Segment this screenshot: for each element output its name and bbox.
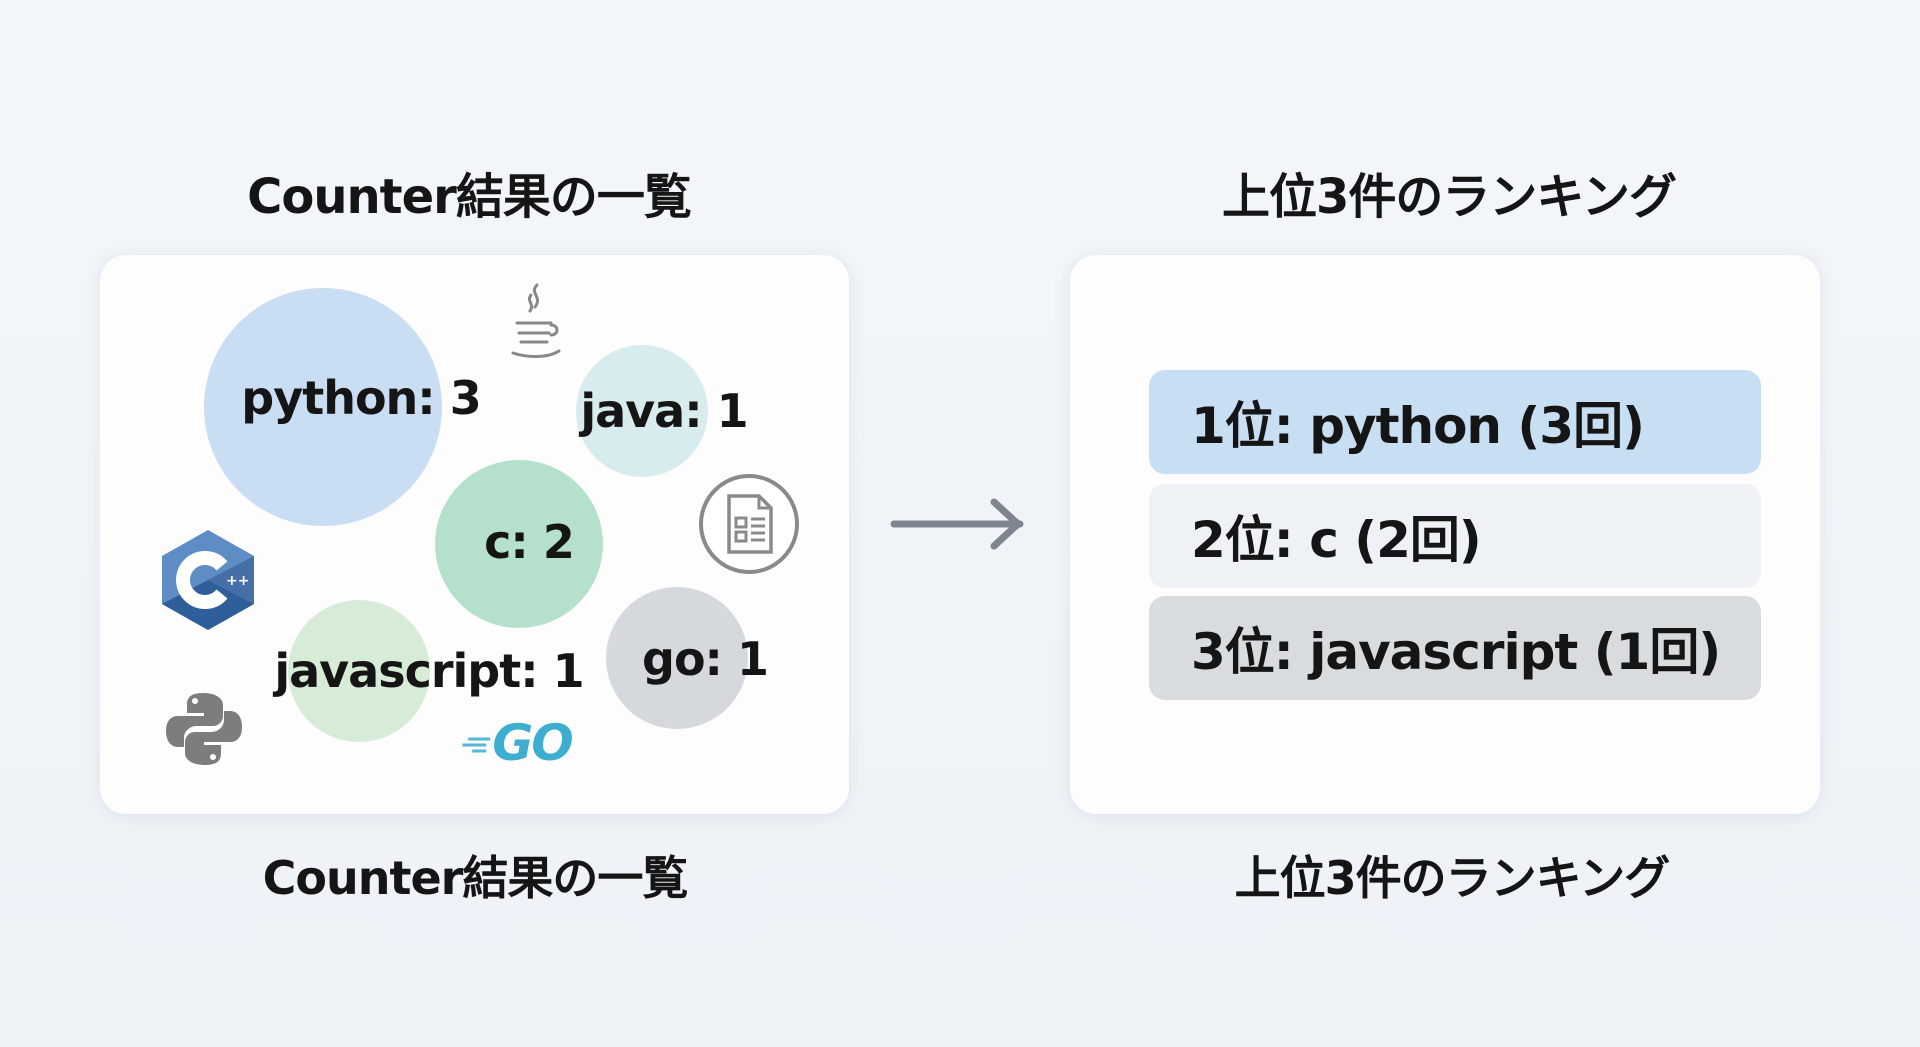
left-title: Counter結果の一覧 [247,169,692,225]
arrow-right-icon [890,498,1024,550]
go-icon: GO [462,714,574,772]
ranking-text: 2位: c (2回) [1191,511,1482,569]
label-javascript: javascript: 1 [274,644,584,698]
bubble-javascript [288,600,430,742]
bubble-java [576,345,708,477]
ranking-item-1: 1位: python (3回) [1149,370,1761,474]
label-go: go: 1 [642,632,769,686]
java-cup-icon [511,283,561,358]
svg-text:++: ++ [226,573,249,589]
cpp-icon: ++ [162,530,254,630]
ranking-item-2: 2位: c (2回) [1149,484,1761,588]
label-java: java: 1 [580,384,748,438]
right-title: 上位3件のランキング [1222,169,1677,225]
bubble-go [606,587,748,729]
ranking-item-3: 3位: javascript (1回) [1149,596,1761,700]
bubble-python [204,288,442,526]
label-c: c: 2 [484,515,575,569]
ranking-text: 1位: python (3回) [1191,397,1645,455]
document-icon [699,474,799,574]
label-python: python: 3 [241,371,481,425]
go-logo-text: GO [492,714,574,772]
left-caption: Counter結果の一覧 [262,851,689,905]
ranking-text: 3位: javascript (1回) [1191,623,1721,681]
bubble-c [435,460,603,628]
python-icon [166,693,242,765]
right-caption: 上位3件のランキング [1234,851,1671,905]
